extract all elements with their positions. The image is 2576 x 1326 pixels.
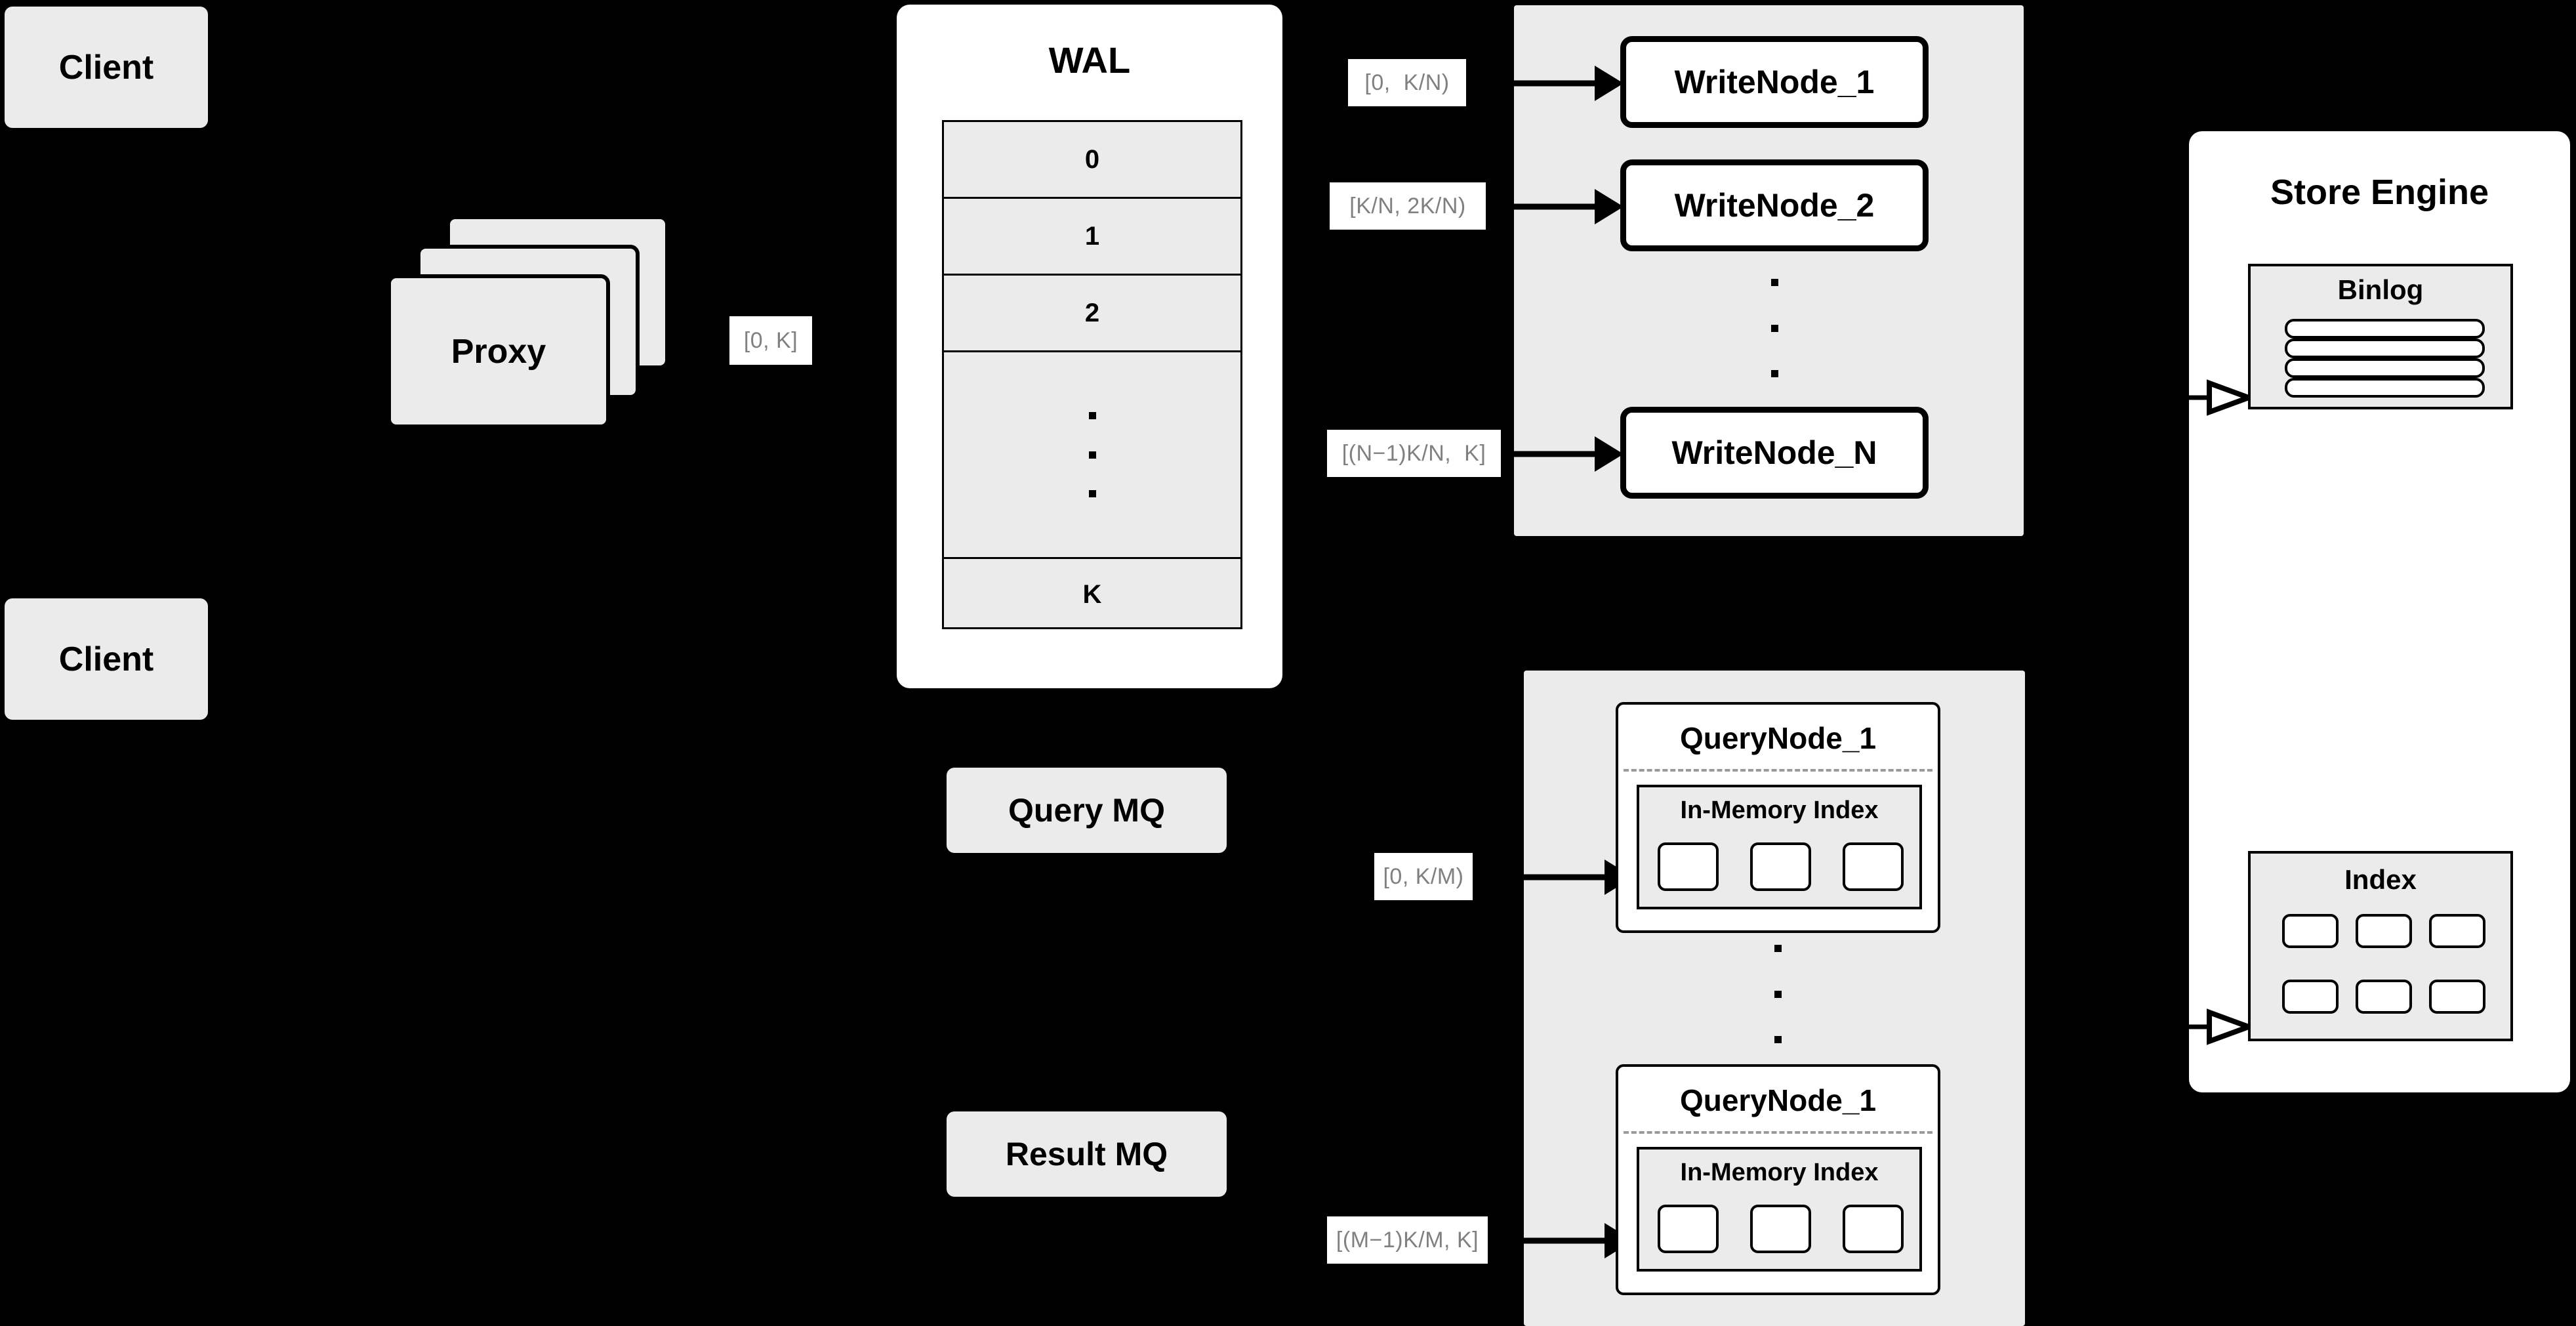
query-node-divider [1624, 1131, 1932, 1134]
query-mq-box[interactable]: Query MQ [947, 768, 1227, 853]
binlog-bar[interactable] [2285, 339, 2485, 358]
query-mq-label: Query MQ [1008, 792, 1165, 829]
proxy-stack[interactable]: Proxy [380, 215, 689, 438]
client-box-bottom[interactable]: Client [5, 598, 208, 720]
write-node-label: WriteNode_2 [1674, 187, 1875, 224]
arrow-to-writenode-n [1509, 436, 1624, 472]
result-mq-label: Result MQ [1005, 1136, 1168, 1172]
write-node-label: WriteNode_1 [1674, 64, 1875, 100]
store-index-chip-grid [2282, 914, 2485, 1014]
in-memory-index-box: In-Memory Index [1637, 785, 1922, 909]
wal-row-list: 0 1 2 K [942, 120, 1242, 629]
wal-row[interactable]: 2 [944, 276, 1240, 352]
store-index-chip[interactable] [2429, 914, 2485, 948]
arrow-to-index [2152, 1001, 2260, 1053]
query-node-divider [1624, 769, 1932, 772]
store-engine-title: Store Engine [2270, 173, 2489, 212]
label-wal-to-writenode-1: [0, K/N) [1348, 59, 1466, 106]
index-chip[interactable] [1843, 1205, 1904, 1253]
write-node-vertical-ellipsis-icon [1765, 279, 1784, 377]
query-node-label: QueryNode_1 [1679, 721, 1877, 755]
binlog-bar[interactable] [2285, 358, 2485, 378]
binlog-bar[interactable] [2285, 319, 2485, 339]
binlog-title: Binlog [2337, 274, 2424, 305]
query-node-1[interactable]: QueryNode_1 In-Memory Index [1616, 702, 1940, 933]
arrow-to-writenode-2 [1499, 189, 1624, 224]
query-node-label: QueryNode_1 [1679, 1083, 1877, 1117]
wal-row[interactable]: K [1082, 579, 1102, 609]
wal-title: WAL [1048, 39, 1131, 81]
index-chip-row [1658, 842, 1904, 891]
query-node-m[interactable]: QueryNode_1 In-Memory Index [1616, 1064, 1940, 1295]
store-index-chip[interactable] [2356, 914, 2412, 948]
store-index-chip[interactable] [2429, 980, 2485, 1014]
write-node-label: WriteNode_N [1671, 434, 1877, 471]
client-label: Client [58, 640, 154, 678]
arrow-to-binlog [2152, 371, 2260, 424]
vertical-ellipsis-icon [1088, 412, 1096, 497]
label-wal-to-writenode-2: [K/N, 2K/N) [1330, 182, 1486, 230]
label-mq-to-querynode-m: [(M−1)K/M, K] [1327, 1216, 1488, 1264]
label-mq-to-querynode-1: [0, K/M) [1374, 853, 1473, 900]
label-proxy-to-wal: [0, K] [729, 316, 812, 365]
index-chip-row [1658, 1205, 1904, 1253]
store-index-title: Index [2344, 864, 2417, 895]
wal-row[interactable]: 1 [944, 199, 1240, 276]
in-memory-index-title: In-Memory Index [1680, 1159, 1879, 1186]
index-chip[interactable] [1750, 1205, 1811, 1253]
write-node-2[interactable]: WriteNode_2 [1620, 159, 1929, 251]
binlog-box: Binlog [2248, 264, 2513, 409]
client-box-top[interactable]: Client [5, 7, 208, 128]
label-wal-to-writenode-n: [(N−1)K/N, K] [1327, 430, 1501, 477]
in-memory-index-title: In-Memory Index [1680, 797, 1879, 824]
binlog-bar[interactable] [2285, 378, 2485, 398]
write-node-n[interactable]: WriteNode_N [1620, 407, 1929, 499]
proxy-label: Proxy [451, 332, 546, 371]
store-index-chip[interactable] [2282, 914, 2339, 948]
binlog-bar-list [2285, 319, 2485, 398]
index-chip[interactable] [1658, 1205, 1719, 1253]
wal-row[interactable]: 0 [944, 122, 1240, 199]
index-chip[interactable] [1843, 842, 1904, 891]
query-node-vertical-ellipsis-icon [1768, 945, 1788, 1043]
proxy-stack-layer-front[interactable]: Proxy [387, 274, 610, 428]
wal-row-ellipsis [944, 352, 1240, 559]
arrow-to-writenode-1 [1479, 66, 1624, 101]
store-index-chip[interactable] [2282, 980, 2339, 1014]
write-node-1[interactable]: WriteNode_1 [1620, 36, 1929, 128]
result-mq-box[interactable]: Result MQ [947, 1111, 1227, 1197]
index-chip[interactable] [1750, 842, 1811, 891]
in-memory-index-box: In-Memory Index [1637, 1147, 1922, 1272]
arrow-to-querynode-m [1509, 1223, 1633, 1258]
index-chip[interactable] [1658, 842, 1719, 891]
client-label: Client [58, 48, 154, 87]
store-index-box: Index [2248, 851, 2513, 1041]
store-index-chip[interactable] [2356, 980, 2412, 1014]
